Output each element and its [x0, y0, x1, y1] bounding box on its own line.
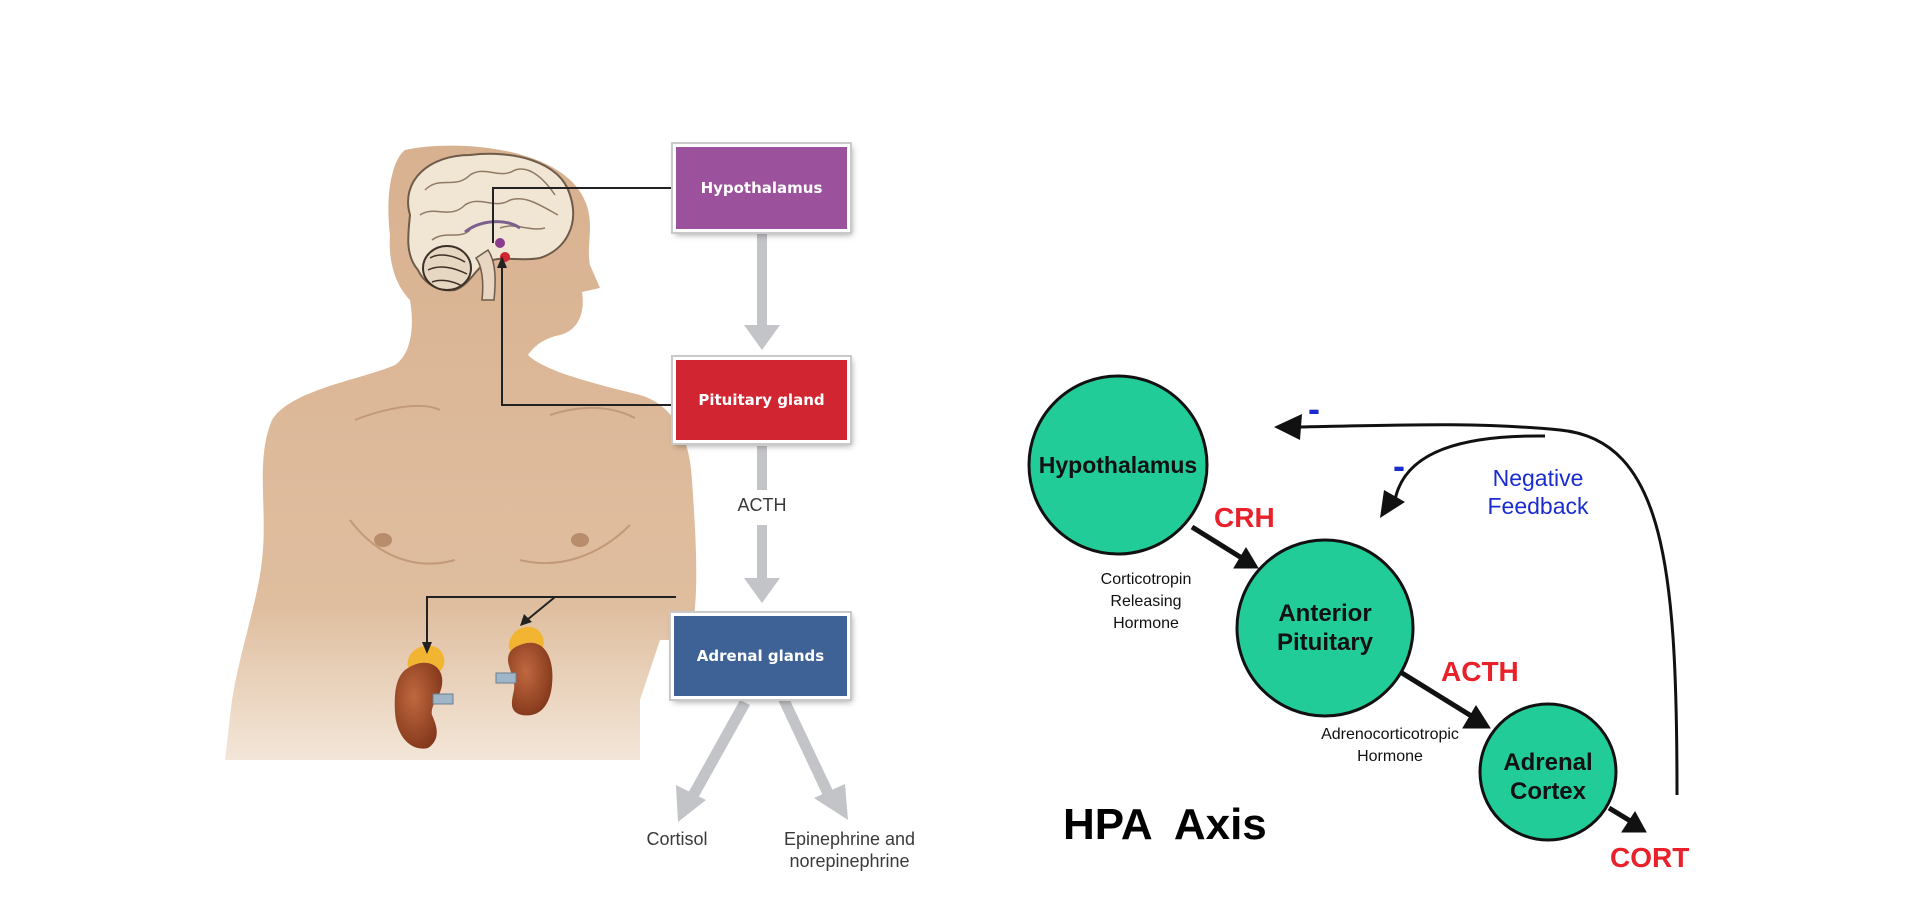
negative-feedback-line1: Negative	[1492, 465, 1584, 491]
adrenal-line2: Cortex	[1509, 778, 1587, 805]
node-anterior-pituitary	[1235, 538, 1415, 718]
leader-head-left-adrenal	[422, 642, 432, 654]
human-body	[225, 145, 697, 760]
arrow-acth-head	[1462, 705, 1491, 729]
hpa-nodes	[1027, 374, 1618, 842]
leader-head-pituitary	[497, 256, 507, 268]
flow-head-cortisol	[676, 785, 706, 822]
shoulder-shading	[349, 404, 636, 565]
feedback-outer	[1299, 423, 1679, 796]
right-renal-vessels	[495, 672, 517, 684]
node-anterior-pituitary-label: Anterior Pituitary	[1237, 599, 1413, 657]
leader-adrenal-right	[526, 596, 556, 621]
epinephrine-line1: Epinephrine and	[783, 829, 916, 849]
node-adrenal-cortex-label: Adrenal Cortex	[1480, 748, 1616, 806]
leader-adrenal	[426, 596, 676, 648]
acth-desc-line1: Adrenocorticotropic	[1321, 726, 1459, 743]
right-kidney	[508, 642, 553, 716]
feedback-inner-head	[1380, 490, 1405, 518]
acth-description: Adrenocorticotropic Hormone	[1300, 724, 1480, 768]
hpa-axis-title: HPA Axis	[1063, 800, 1267, 849]
cerebellum-folds	[427, 254, 468, 287]
feedback-inner	[1393, 434, 1546, 501]
flow-head-epi	[814, 784, 848, 820]
arrow-crh	[1190, 524, 1247, 563]
node-adrenal-cortex	[1478, 702, 1618, 842]
left-renal-vessels	[432, 693, 454, 705]
leader-head-right-adrenal	[520, 614, 532, 626]
arrow-crh-head	[1233, 547, 1259, 569]
feedback-sign-inner: -	[1393, 445, 1405, 486]
crh-description: Corticotropin Releasing Hormone	[1070, 569, 1222, 635]
box-adrenal: Adrenal glands	[671, 613, 850, 699]
node-hypothalamus-label: Hypothalamus	[1038, 452, 1198, 478]
arrow-cort-head	[1621, 811, 1647, 833]
node-hypothalamus	[1027, 374, 1209, 556]
acth-label: ACTH	[737, 495, 787, 515]
flow-shaft-cortisol	[687, 700, 750, 800]
negative-feedback-label: Negative Feedback	[1472, 464, 1604, 520]
box-pituitary-label: Pituitary gland	[698, 391, 825, 409]
feedback-outer-head	[1274, 414, 1302, 440]
adrenal-line1: Adrenal	[1503, 749, 1593, 776]
flow-head-3	[744, 578, 780, 603]
crh-desc-line3: Hormone	[1113, 615, 1179, 632]
arrow-acth	[1400, 670, 1475, 720]
crh-desc-line2: Releasing	[1110, 593, 1182, 610]
box-hypothalamus-label: Hypothalamus	[700, 179, 823, 197]
hormone-cort: CORT	[1610, 842, 1690, 873]
hypothalamus-dot	[495, 238, 505, 248]
brainstem	[474, 248, 496, 301]
hpa-arrows	[1190, 524, 1647, 833]
arrow-cort	[1607, 805, 1634, 825]
nipple-left	[374, 533, 392, 547]
flow-arrows	[676, 232, 848, 822]
negative-feedback-line2: Feedback	[1487, 493, 1589, 519]
box-hypothalamus: Hypothalamus	[673, 144, 850, 232]
flow-shaft-3	[757, 525, 767, 580]
box-pituitary: Pituitary gland	[673, 357, 850, 443]
anterior-line2: Pituitary	[1276, 629, 1374, 656]
leader-pituitary	[501, 266, 676, 406]
left-kidney	[394, 662, 443, 749]
hormone-acth: ACTH	[1441, 656, 1519, 687]
acth-desc-line2: Hormone	[1357, 748, 1423, 765]
epinephrine-label: Epinephrine and norepinephrine	[762, 828, 937, 872]
flow-head-1	[744, 325, 780, 350]
crh-desc-line1: Corticotropin	[1100, 571, 1192, 588]
flow-shaft-epi	[778, 696, 835, 800]
flow-shaft-1	[757, 232, 767, 327]
cortisol-label: Cortisol	[646, 829, 708, 849]
leader-lines	[426, 187, 676, 648]
feedback-curves	[1299, 423, 1679, 796]
box-adrenal-label: Adrenal glands	[696, 647, 825, 665]
brain-folds	[419, 168, 559, 241]
feedback-sign-outer: -	[1308, 388, 1320, 429]
anterior-line1: Anterior	[1278, 600, 1372, 627]
leader-hypothalamus	[492, 187, 676, 243]
epinephrine-line2: norepinephrine	[789, 851, 910, 871]
nipple-right	[571, 533, 589, 547]
flow-shaft-2	[757, 446, 767, 490]
hormone-crh: CRH	[1214, 502, 1275, 533]
